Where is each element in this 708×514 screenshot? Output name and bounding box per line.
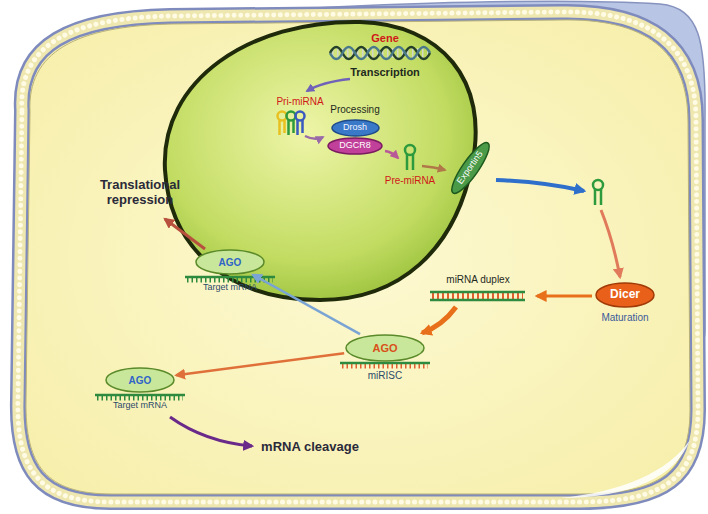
- node-outline-shape: [446, 138, 494, 197]
- cell-membrane: [18, 12, 698, 502]
- text-label: Gene: [371, 32, 399, 45]
- ago-complex: AGOTarget mRNA: [105, 367, 175, 393]
- export-arrow: [422, 166, 445, 170]
- dna-strand: [330, 47, 430, 59]
- membrane-highlight: [560, 440, 690, 498]
- node-heading: Maturation: [601, 312, 648, 323]
- text-label: Transcription: [350, 66, 420, 79]
- node-text: AGO: [372, 342, 397, 354]
- loading-arrow: [422, 307, 456, 333]
- transcription-arrow: [307, 79, 350, 91]
- pre-mirna-hairpin: [593, 180, 603, 205]
- dicer-oval: DicerMaturation: [595, 282, 655, 308]
- node-outline-shape: [196, 250, 264, 274]
- membrane-beads: [18, 12, 698, 502]
- text-label: mRNA cleavage: [261, 440, 359, 455]
- text-label: Pri-miRNA: [276, 96, 323, 108]
- node-outline-shape: [332, 120, 379, 136]
- rna-strand: [185, 276, 275, 279]
- node-heading: miRISC: [368, 370, 402, 381]
- node-outline-shape: [346, 335, 424, 361]
- node-text: AGO: [129, 375, 152, 386]
- maturation-arrow: [537, 295, 592, 298]
- protein-oval: Drosh: [331, 119, 380, 137]
- protein-oval: DGCR8: [327, 137, 383, 155]
- ago-complex: AGOmiRISC: [345, 334, 425, 362]
- text-label: miRNA duplex: [446, 274, 509, 286]
- pri-mirna-hairpin: [296, 112, 305, 136]
- pri-mirna-hairpin: [287, 112, 296, 136]
- node-heading: Target mRNA: [113, 401, 167, 411]
- processing-arrow: [305, 136, 323, 139]
- export-arrow: [496, 180, 584, 191]
- node-text: AGO: [219, 257, 242, 268]
- nucleus: [165, 22, 476, 300]
- dna-strand: [330, 47, 430, 59]
- duplex-strand: [430, 291, 525, 294]
- node-text: DGCR8: [339, 141, 371, 151]
- node-text: Dicer: [610, 288, 640, 301]
- membrane-inner-line: [26, 20, 690, 494]
- connector-arrow: [253, 275, 360, 334]
- rna-strand: [340, 362, 430, 365]
- node-text: Drosh: [343, 123, 367, 133]
- text-label: Processing: [330, 104, 379, 116]
- node-outline-shape: [596, 283, 654, 307]
- duplex-rungs: [432, 293, 523, 299]
- cleavage-arrow: [170, 417, 252, 446]
- node-outline-shape: [106, 368, 174, 392]
- repression-arrow: [165, 219, 205, 249]
- connector-arrow: [176, 353, 344, 375]
- pre-mirna-hairpin: [405, 145, 415, 170]
- ago-complex: AGOTarget mRNA: [195, 249, 265, 275]
- text-label: Pre-miRNA: [385, 175, 436, 187]
- duplex-strand: [430, 299, 525, 302]
- node-heading: Target mRNA: [203, 283, 257, 293]
- exportin-oval: Exportin5: [445, 137, 496, 199]
- membrane-layer: [18, 12, 698, 502]
- processing-arrow: [385, 151, 398, 158]
- dicer-arrow: [601, 210, 620, 277]
- node-outline-shape: [328, 138, 382, 154]
- text-label: Translational repression: [84, 178, 196, 208]
- pri-mirna-hairpin: [278, 112, 287, 136]
- rna-strand: [95, 394, 185, 397]
